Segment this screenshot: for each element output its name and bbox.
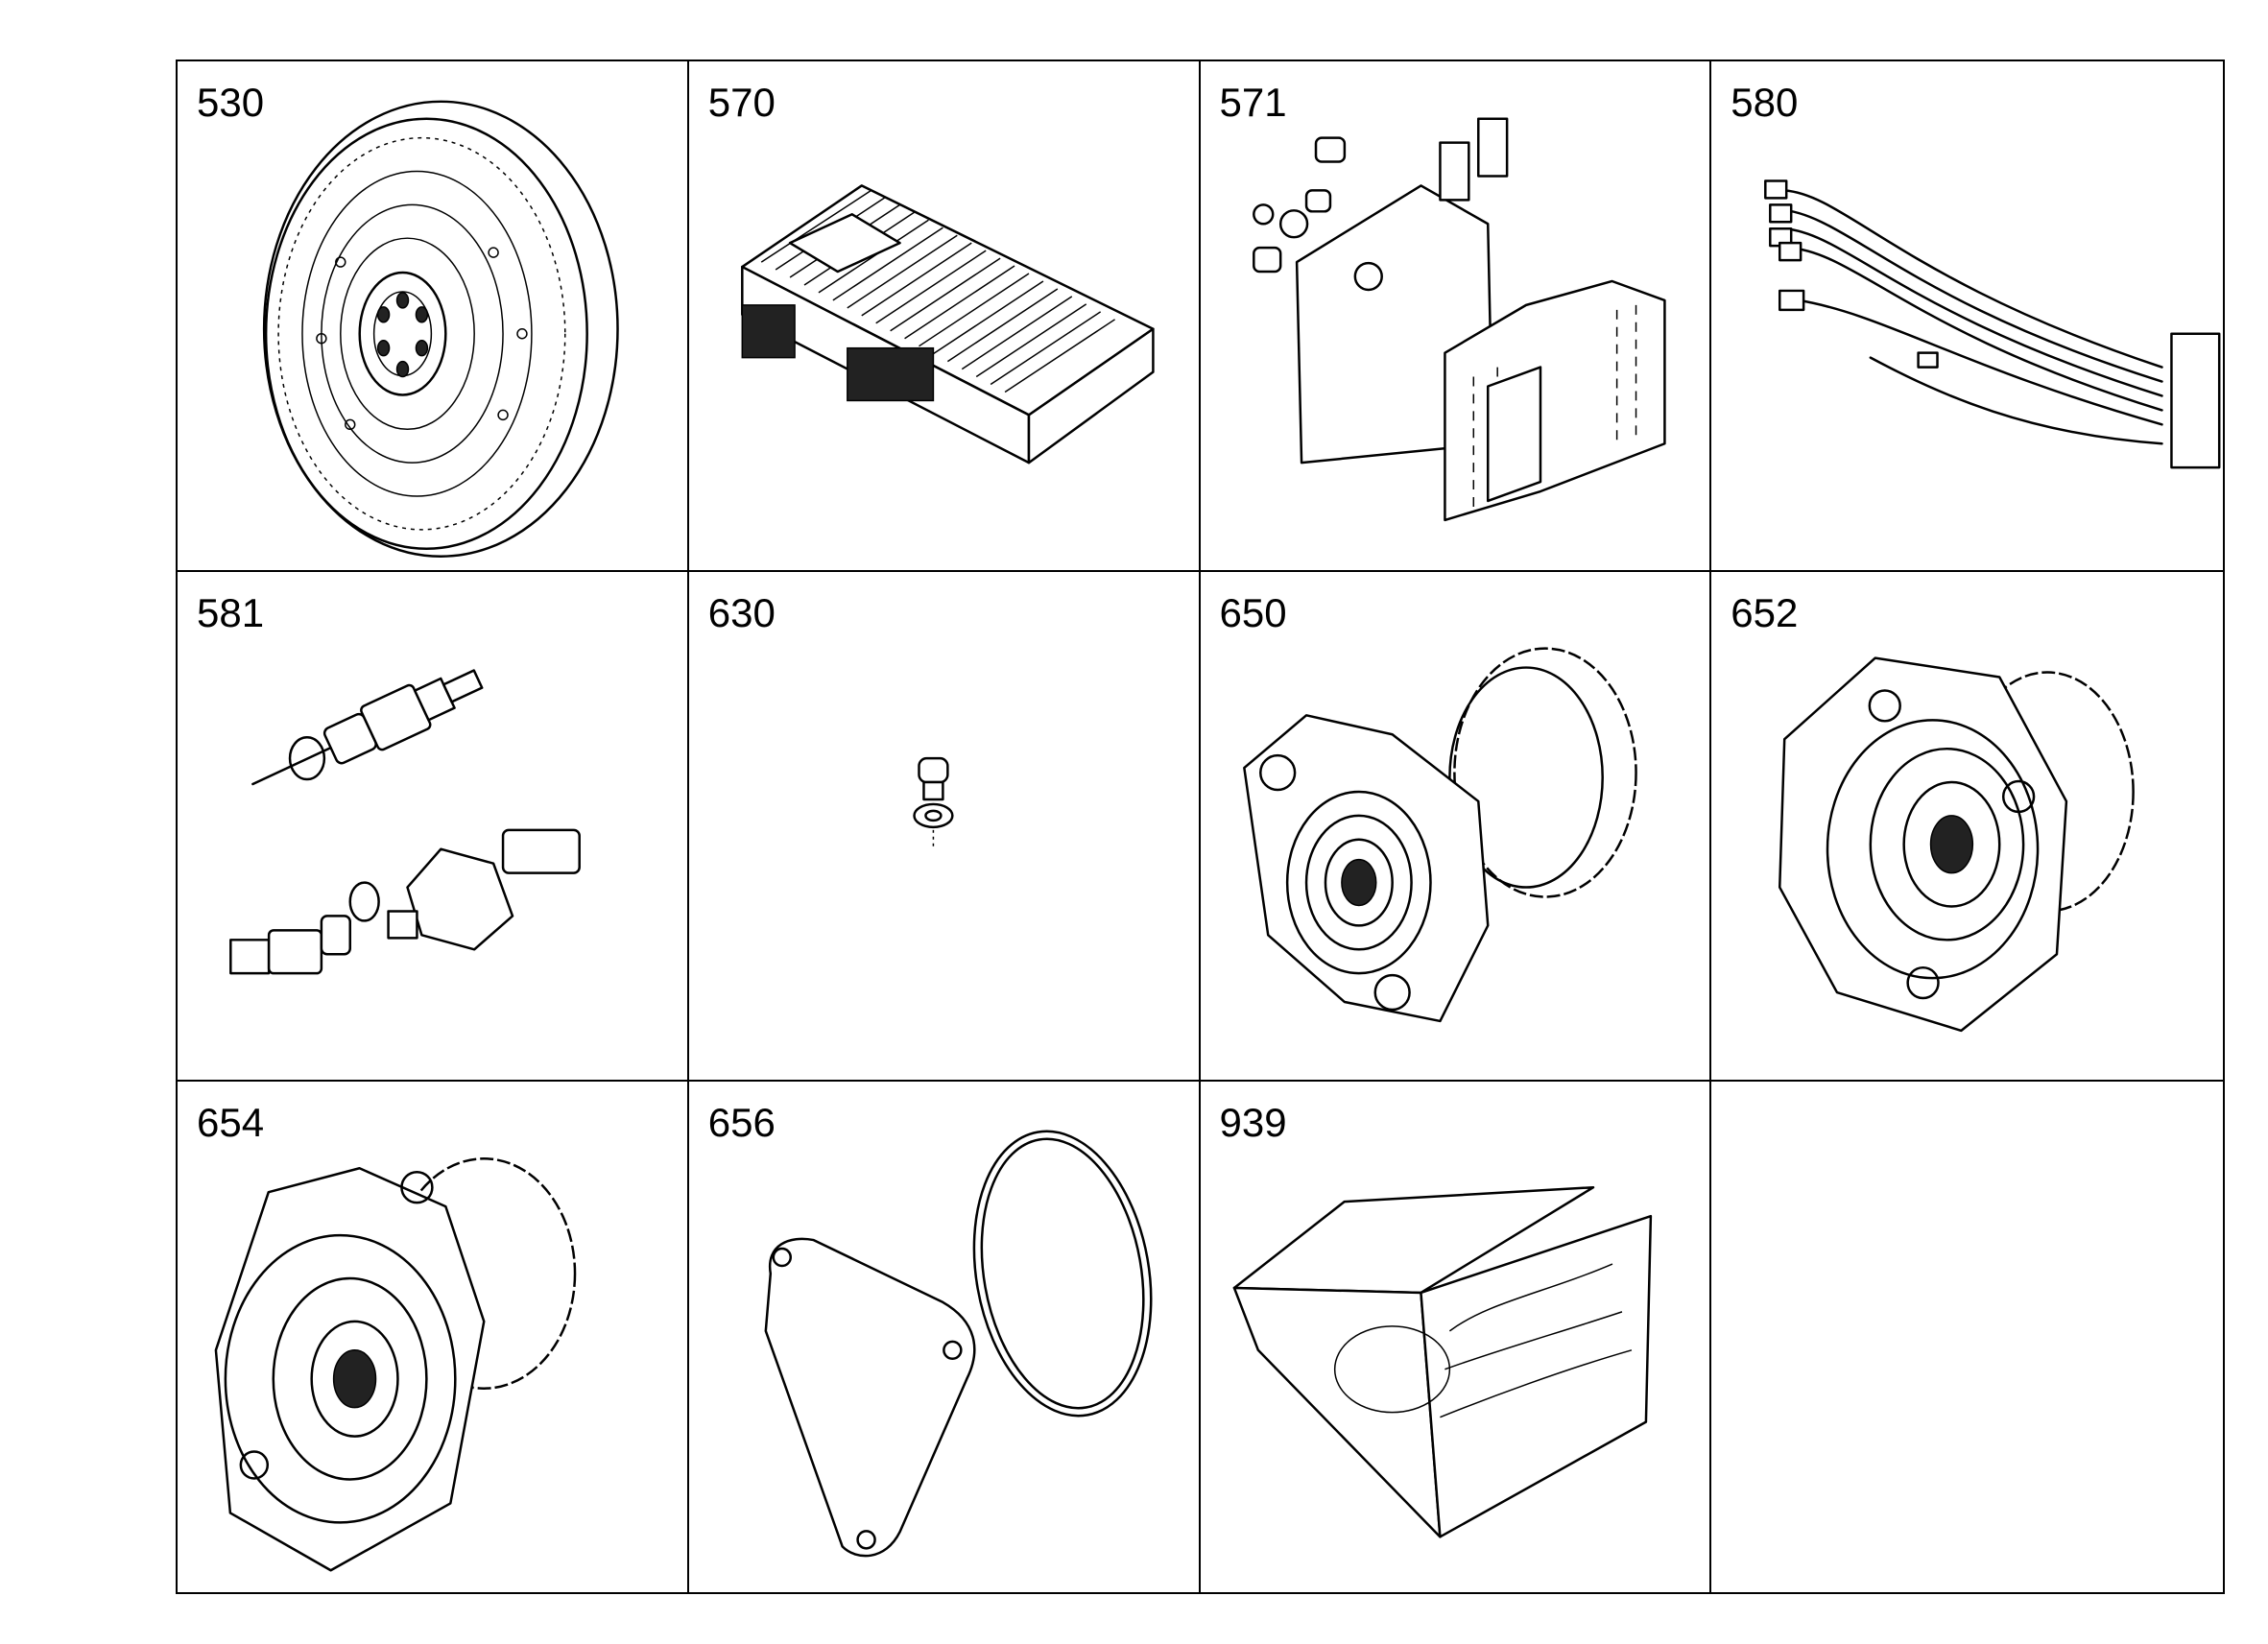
wiring-harness-icon — [1764, 179, 2221, 469]
part-number: 654 — [197, 1100, 265, 1146]
screw-icon — [913, 756, 954, 849]
part-cell-654[interactable]: 654 — [178, 1082, 689, 1592]
part-number: 570 — [707, 80, 776, 125]
gear-pump-icon — [1242, 647, 1637, 1022]
parts-grid: 530 570 — [176, 60, 2225, 1594]
part-number: 939 — [1219, 1100, 1287, 1146]
part-cell-939[interactable]: 939 — [1201, 1082, 1712, 1592]
gear-pump-icon — [214, 1157, 577, 1572]
empty-cell — [1711, 1082, 2223, 1592]
part-number: 650 — [1219, 589, 1287, 635]
part-cell-580[interactable]: 580 — [1711, 61, 2223, 572]
part-number: 571 — [1219, 80, 1287, 125]
mounting-bracket-icon — [1252, 117, 1666, 522]
part-number: 652 — [1731, 589, 1799, 635]
part-cell-652[interactable]: 652 — [1711, 572, 2223, 1083]
gasket-icon — [764, 1130, 1153, 1558]
part-number: 656 — [707, 1100, 776, 1146]
part-number: 580 — [1731, 80, 1799, 125]
part-number: 581 — [197, 589, 265, 635]
part-cell-656[interactable]: 656 — [689, 1082, 1201, 1592]
part-cell-581[interactable]: 581 — [178, 571, 689, 1083]
gear-pump-icon — [1779, 656, 2136, 1032]
part-cell-571[interactable]: 571 — [1200, 61, 1712, 572]
control-unit-icon — [740, 184, 1155, 465]
part-cell-630[interactable]: 630 — [688, 571, 1201, 1083]
part-number: 630 — [707, 589, 776, 635]
sensor-icon — [229, 668, 581, 975]
part-cell-530[interactable]: 530 — [178, 61, 689, 572]
part-cell-570[interactable]: 570 — [688, 61, 1201, 572]
repair-kit-icon — [1232, 1186, 1652, 1538]
part-cell-650[interactable]: 650 — [1200, 571, 1712, 1083]
part-number: 530 — [197, 80, 265, 125]
flywheel-icon — [262, 100, 619, 558]
